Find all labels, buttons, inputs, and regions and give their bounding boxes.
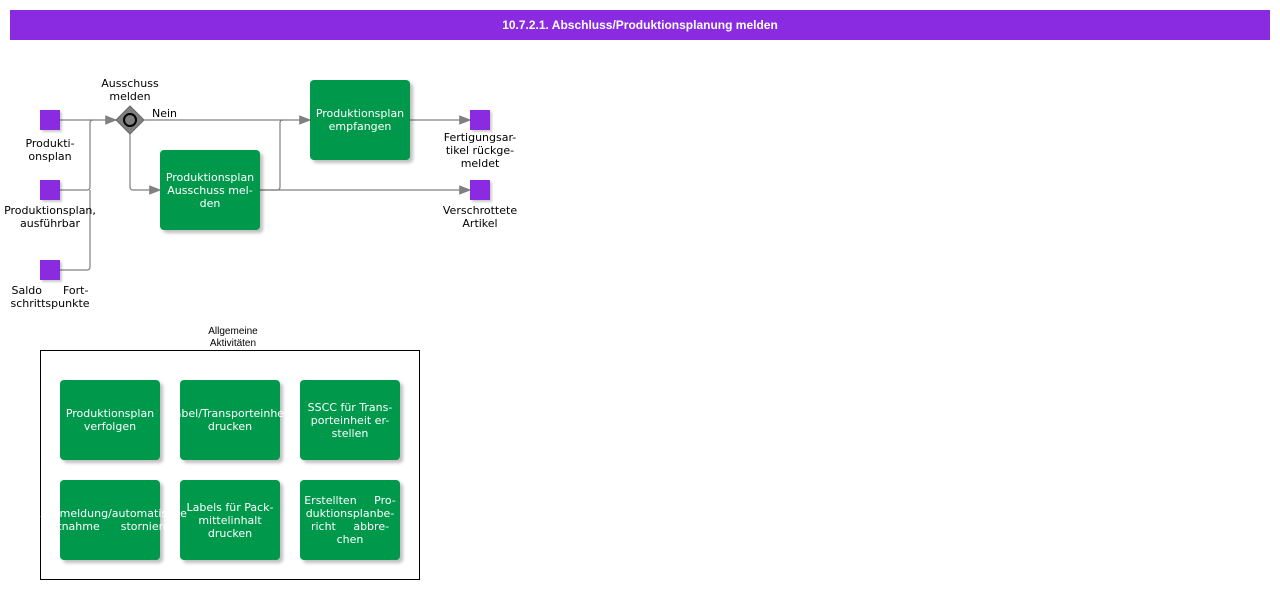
flow-gateway-task2 bbox=[129, 134, 162, 195]
output-label: Fertigungsar-tikel rückge-meldet bbox=[443, 131, 517, 170]
gateway-event-icon bbox=[123, 113, 137, 127]
branch-label-nein: Nein bbox=[152, 107, 178, 120]
output-data-verschrottete-artikel[interactable] bbox=[470, 180, 490, 200]
group-task[interactable]: Erstellten Pro-duktionsplanbe-richt abbr… bbox=[300, 480, 400, 560]
flow-input2-gateway bbox=[60, 119, 94, 191]
diagram-title-bar: 10.7.2.1. Abschluss/Produktionsplanung m… bbox=[10, 10, 1270, 40]
input-data-ausfuehrbar[interactable] bbox=[40, 180, 60, 200]
output-data-fertigungsartikel[interactable] bbox=[470, 110, 490, 130]
diagram-title: 10.7.2.1. Abschluss/Produktionsplanung m… bbox=[502, 18, 778, 32]
gateway[interactable] bbox=[115, 105, 145, 135]
input-label: Saldo Fort-schrittspunkte bbox=[10, 284, 90, 310]
group-task[interactable]: SSCC für Trans-porteinheit er-stellen bbox=[300, 380, 400, 460]
input-data-saldo[interactable] bbox=[40, 260, 60, 280]
flow-input3-gateway bbox=[60, 190, 91, 271]
group-allgemeine-aktivitaeten bbox=[40, 350, 420, 580]
flow-task2-task1 bbox=[260, 119, 284, 191]
input-label: Produktionsplan,ausführbar bbox=[4, 204, 96, 230]
input-label: Produkti-onsplan bbox=[25, 137, 75, 163]
input-data-produktionsplan[interactable] bbox=[40, 110, 60, 130]
